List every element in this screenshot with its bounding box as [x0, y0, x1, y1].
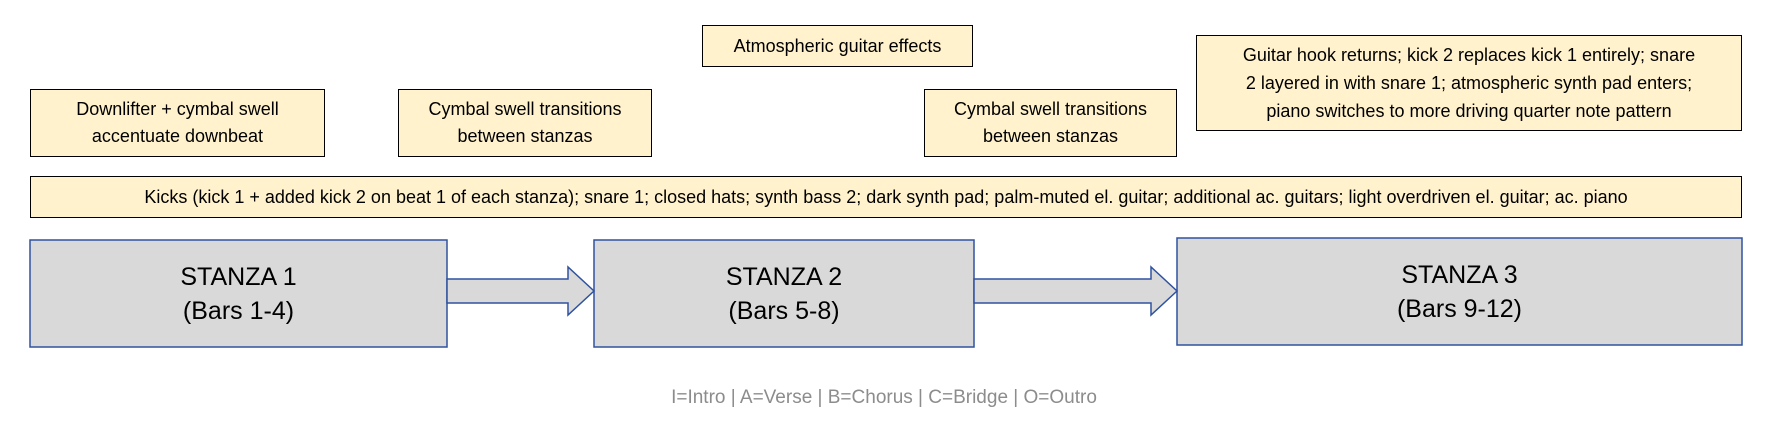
note-text: Kicks (kick 1 + added kick 2 on beat 1 o…: [144, 186, 1628, 207]
stanza-bars: (Bars 5-8): [728, 296, 840, 325]
note-guitar-hook: Guitar hook returns; kick 2 replaces kic…: [1196, 35, 1742, 131]
stanza-1-label: STANZA 1 (Bars 1-4): [30, 240, 447, 347]
note-text-line: between stanzas: [982, 126, 1119, 146]
stanza-2-box: [593, 239, 975, 348]
note-text-line: Guitar hook returns; kick 2 replaces kic…: [1242, 45, 1696, 65]
note-instrumentation: Kicks (kick 1 + added kick 2 on beat 1 o…: [30, 176, 1742, 218]
stanza-bars: (Bars 1-4): [182, 296, 295, 325]
note-cymbal-swell-1: Cymbal swell transitions between stanzas: [398, 89, 652, 157]
stanza-3-label: STANZA 3 (Bars 9-12): [1177, 238, 1742, 345]
stanza-2-label: STANZA 2 (Bars 5-8): [594, 240, 974, 347]
note-text-line: between stanzas: [457, 126, 593, 146]
note-cymbal-swell-2: Cymbal swell transitions between stanzas: [924, 89, 1177, 157]
stanza-1-box: [29, 239, 448, 348]
arrow-stanza-1-to-2: [446, 265, 596, 317]
note-downlifter: Downlifter + cymbal swell accentuate dow…: [30, 89, 325, 157]
note-text-line: Cymbal swell transitions: [953, 99, 1148, 119]
note-text: Atmospheric guitar effects: [733, 35, 942, 56]
note-text-line: piano switches to more driving quarter n…: [1266, 101, 1672, 121]
stanza-title: STANZA 2: [725, 262, 843, 291]
note-atmospheric-guitar: Atmospheric guitar effects: [702, 25, 973, 67]
note-text-line: 2 layered in with snare 1; atmospheric s…: [1245, 73, 1693, 93]
note-text-line: Downlifter + cymbal swell: [76, 99, 279, 119]
arrow-stanza-2-to-3: [973, 265, 1179, 317]
stanza-title: STANZA 1: [180, 262, 297, 291]
note-text-line: Cymbal swell transitions: [428, 99, 622, 119]
section-legend: I=Intro | A=Verse | B=Chorus | C=Bridge …: [671, 387, 1097, 408]
stanza-bars: (Bars 9-12): [1396, 294, 1523, 323]
note-text-line: accentuate downbeat: [91, 126, 264, 146]
stanza-title: STANZA 3: [1401, 260, 1518, 289]
